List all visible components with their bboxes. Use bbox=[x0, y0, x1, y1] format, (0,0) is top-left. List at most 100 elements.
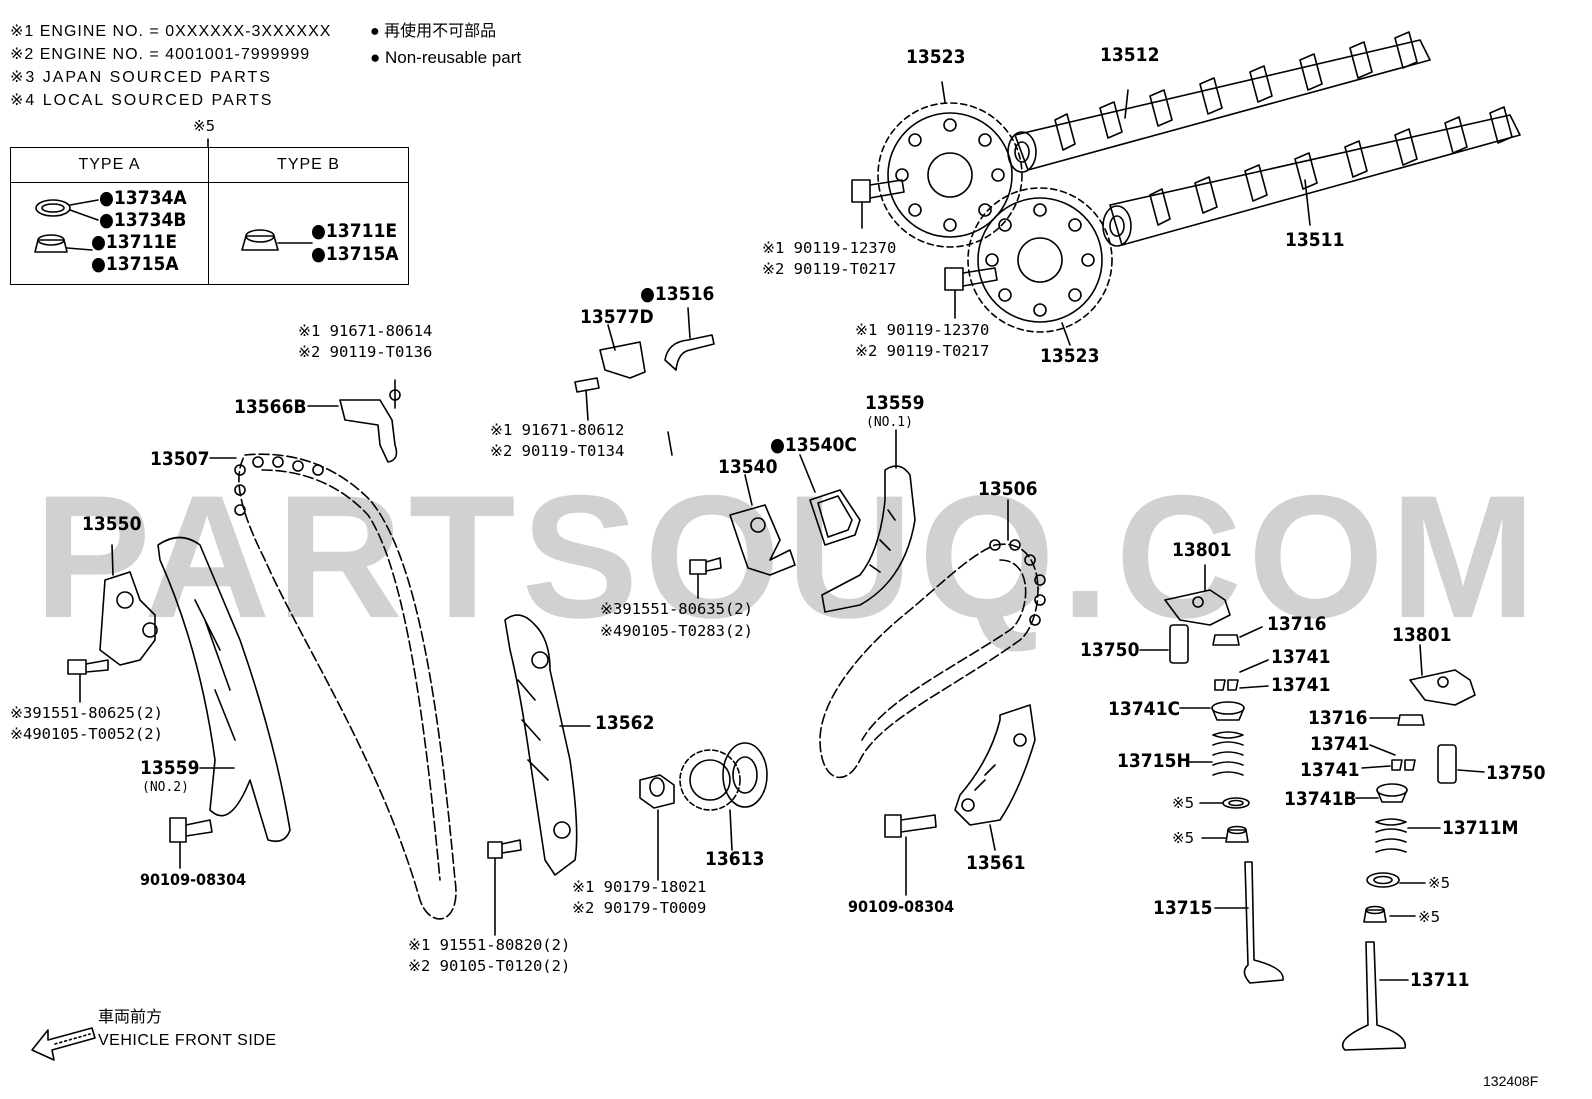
type-a-header: TYPE A bbox=[11, 148, 208, 183]
label-13715h: 13715H bbox=[1117, 750, 1191, 772]
front-side-en: VEHICLE FRONT SIDE bbox=[98, 1032, 277, 1049]
type-b-part-1: ●13711E bbox=[311, 220, 398, 242]
note-engine-2: ※2 ENGINE NO. = 4001001-7999999 bbox=[10, 46, 311, 63]
valvetrain-left bbox=[1139, 564, 1284, 984]
tensioner-13540 bbox=[689, 474, 796, 599]
chain-13507 bbox=[209, 453, 457, 920]
label-13711: 13711 bbox=[1410, 969, 1470, 991]
sprocket-13523-lower bbox=[967, 187, 1113, 346]
label-13741-d: 13741 bbox=[1300, 759, 1360, 781]
label-13750-right: 13750 bbox=[1486, 762, 1546, 784]
camshaft-13511 bbox=[1102, 106, 1521, 247]
label-no1: (NO.1) bbox=[866, 415, 913, 430]
sprocket-13613 bbox=[639, 742, 768, 881]
label-x5-c: ※5 bbox=[1428, 874, 1451, 892]
type-b-part-2: ●13715A bbox=[311, 243, 399, 265]
label-13566b: 13566B bbox=[234, 396, 307, 418]
note-local: ※4 LOCAL SOURCED PARTS bbox=[10, 92, 274, 109]
chain-13506 bbox=[819, 499, 1046, 779]
type-a-part-3: ●13711E bbox=[91, 231, 178, 253]
type-b-header: TYPE B bbox=[209, 148, 408, 183]
pipe-13516 bbox=[664, 307, 715, 371]
guide-13559-no2 bbox=[157, 536, 291, 869]
valvetrain-right bbox=[1341, 644, 1485, 1051]
label-13716-left: 13716 bbox=[1267, 613, 1327, 635]
label-13801-left: 13801 bbox=[1172, 539, 1232, 561]
label-13566-bolt-2: ※2 90119-T0136 bbox=[298, 343, 433, 361]
type-table: TYPE A TYPE B ●13734A ●13734B ●13711E ●1… bbox=[10, 147, 409, 285]
label-13562-bolt-1: ※1 91551-80820(2) bbox=[408, 936, 571, 954]
watermark: PARTSOUQ.COM bbox=[34, 460, 1542, 655]
label-x5-b: ※5 bbox=[1172, 829, 1195, 847]
label-13516: ●13516 bbox=[640, 283, 715, 305]
label-13559-no2: 13559 bbox=[140, 757, 200, 779]
legend-jp: ● 再使用不可部品 bbox=[370, 23, 497, 40]
front-arrow-icon bbox=[31, 1027, 96, 1061]
label-13507: 13507 bbox=[150, 448, 210, 470]
label-13715: 13715 bbox=[1153, 897, 1213, 919]
label-13741-b: 13741 bbox=[1271, 674, 1331, 696]
label-13711m: 13711M bbox=[1442, 817, 1519, 839]
type-a-part-1: ●13734A bbox=[99, 187, 187, 209]
label-cam-bolt-lower-2: ※2 90119-T0217 bbox=[855, 342, 990, 360]
label-13559-no1: 13559 bbox=[865, 392, 925, 414]
label-13511: 13511 bbox=[1285, 229, 1345, 251]
label-13577-bolt-1: ※1 91671-80612 bbox=[490, 421, 625, 439]
label-13523-lower: 13523 bbox=[1040, 345, 1100, 367]
label-13550-bolt-2: ※490105-T0052(2) bbox=[10, 725, 163, 743]
label-90109-right: 90109-08304 bbox=[848, 897, 955, 916]
label-13540c: ●13540C bbox=[770, 434, 857, 456]
label-13562-bolt-2: ※2 90105-T0120(2) bbox=[408, 957, 571, 975]
label-13801-right: 13801 bbox=[1392, 624, 1452, 646]
note-engine-1: ※1 ENGINE NO. = 0XXXXXX-3XXXXXX bbox=[10, 23, 332, 40]
label-x5-a: ※5 bbox=[1172, 794, 1195, 812]
guide-13559-no1 bbox=[821, 429, 916, 613]
camshaft-13512 bbox=[1007, 31, 1431, 173]
label-13613: 13613 bbox=[705, 848, 765, 870]
label-cam-bolt-lower-1: ※1 90119-12370 bbox=[855, 321, 990, 339]
label-13741-c: 13741 bbox=[1310, 733, 1370, 755]
type-a-part-4: ●13715A bbox=[91, 253, 179, 275]
bracket-13577d bbox=[574, 324, 646, 421]
label-90109-left: 90109-08304 bbox=[140, 870, 247, 889]
label-13512: 13512 bbox=[1100, 44, 1160, 66]
label-13506: 13506 bbox=[978, 478, 1038, 500]
front-side-jp: 車両前方 bbox=[98, 1009, 163, 1026]
label-13561: 13561 bbox=[966, 852, 1026, 874]
label-13577-bolt-2: ※2 90119-T0134 bbox=[490, 442, 625, 460]
bracket-13566b bbox=[307, 379, 401, 463]
label-13613-bolt-2: ※2 90179-T0009 bbox=[572, 899, 707, 917]
note-japan: ※3 JAPAN SOURCED PARTS bbox=[10, 69, 272, 86]
label-cam-bolt-upper-2: ※2 90119-T0217 bbox=[762, 260, 897, 278]
illustration-code: 132408F bbox=[1483, 1073, 1539, 1089]
label-13741b: 13741B bbox=[1284, 788, 1357, 810]
label-x5-d: ※5 bbox=[1418, 908, 1441, 926]
label-13613-bolt-1: ※1 90179-18021 bbox=[572, 878, 707, 896]
label-13540-bolt-1: ※391551-80635(2) bbox=[600, 600, 753, 618]
label-13550: 13550 bbox=[82, 513, 142, 535]
label-cam-bolt-upper-1: ※1 90119-12370 bbox=[762, 239, 897, 257]
type-a-part-2: ●13734B bbox=[99, 209, 187, 231]
label-13741-a: 13741 bbox=[1271, 646, 1331, 668]
label-13562: 13562 bbox=[595, 712, 655, 734]
tensioner-13550 bbox=[67, 544, 158, 703]
label-no2: (NO.2) bbox=[142, 780, 189, 795]
label-13540-bolt-2: ※490105-T0283(2) bbox=[600, 622, 753, 640]
guide-13562 bbox=[487, 614, 591, 936]
label-13523-upper: 13523 bbox=[906, 46, 966, 68]
guide-13561 bbox=[884, 704, 1036, 896]
gasket-13540c bbox=[799, 454, 861, 546]
label-13741c: 13741C bbox=[1108, 698, 1181, 720]
label-13716-right: 13716 bbox=[1308, 707, 1368, 729]
label-13750-left: 13750 bbox=[1080, 639, 1140, 661]
legend-en: ● Non-reusable part bbox=[370, 48, 522, 67]
note-5-marker: ※5 bbox=[193, 117, 216, 135]
label-13577d: 13577D bbox=[580, 306, 654, 328]
label-13540: 13540 bbox=[718, 456, 778, 478]
seal-icons bbox=[34, 199, 313, 253]
cam-bolt-lower bbox=[944, 267, 998, 319]
label-13550-bolt-1: ※391551-80625(2) bbox=[10, 704, 163, 722]
